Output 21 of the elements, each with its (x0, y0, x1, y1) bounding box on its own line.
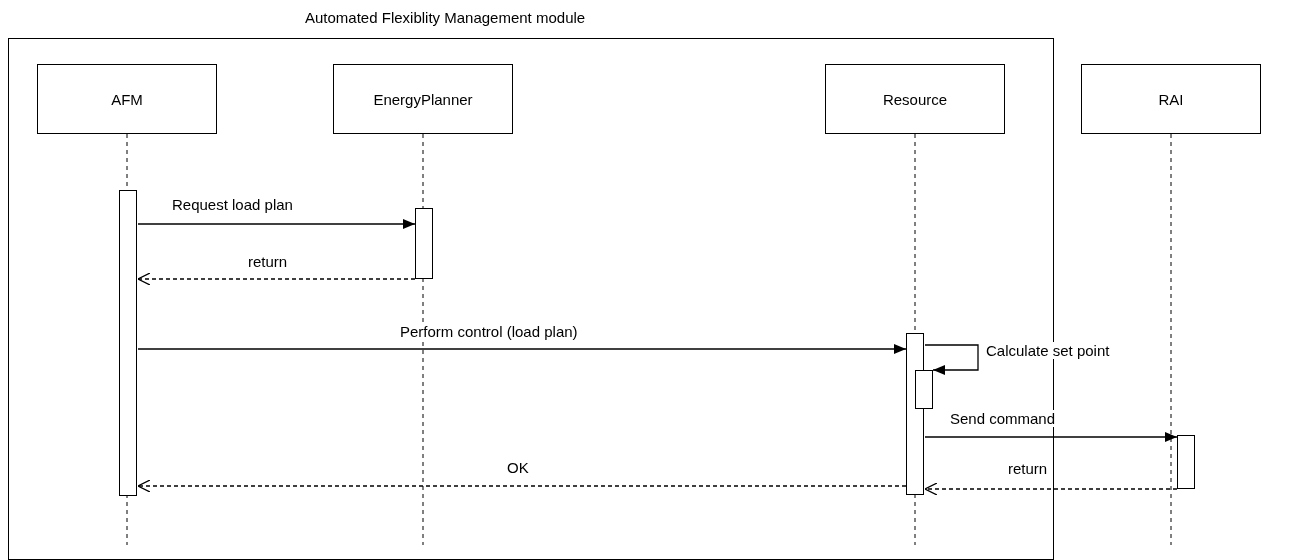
message-arrow (137, 344, 907, 354)
frame-title: Automated Flexiblity Management module (305, 9, 586, 26)
message-arrow (137, 219, 416, 229)
edge-label: Request load plan (170, 196, 295, 213)
edge-label: Calculate set point (984, 342, 1112, 359)
participant-box: EnergyPlanner (333, 64, 513, 134)
activation-bar (415, 208, 433, 279)
activation-bar (906, 333, 924, 495)
edge-label: Perform control (load plan) (398, 323, 580, 340)
edge-label: Send command (948, 410, 1058, 427)
participant-box: Resource (825, 64, 1005, 134)
return-arrow (924, 482, 1178, 496)
message-arrow (924, 344, 979, 375)
return-arrow (137, 272, 416, 286)
participant-box: AFM (37, 64, 217, 134)
participant-box: RAI (1081, 64, 1261, 134)
activation-bar (119, 190, 137, 496)
activation-bar (915, 370, 933, 409)
activation-bar (1177, 435, 1195, 489)
message-arrow (924, 432, 1178, 442)
return-arrow (137, 479, 907, 493)
